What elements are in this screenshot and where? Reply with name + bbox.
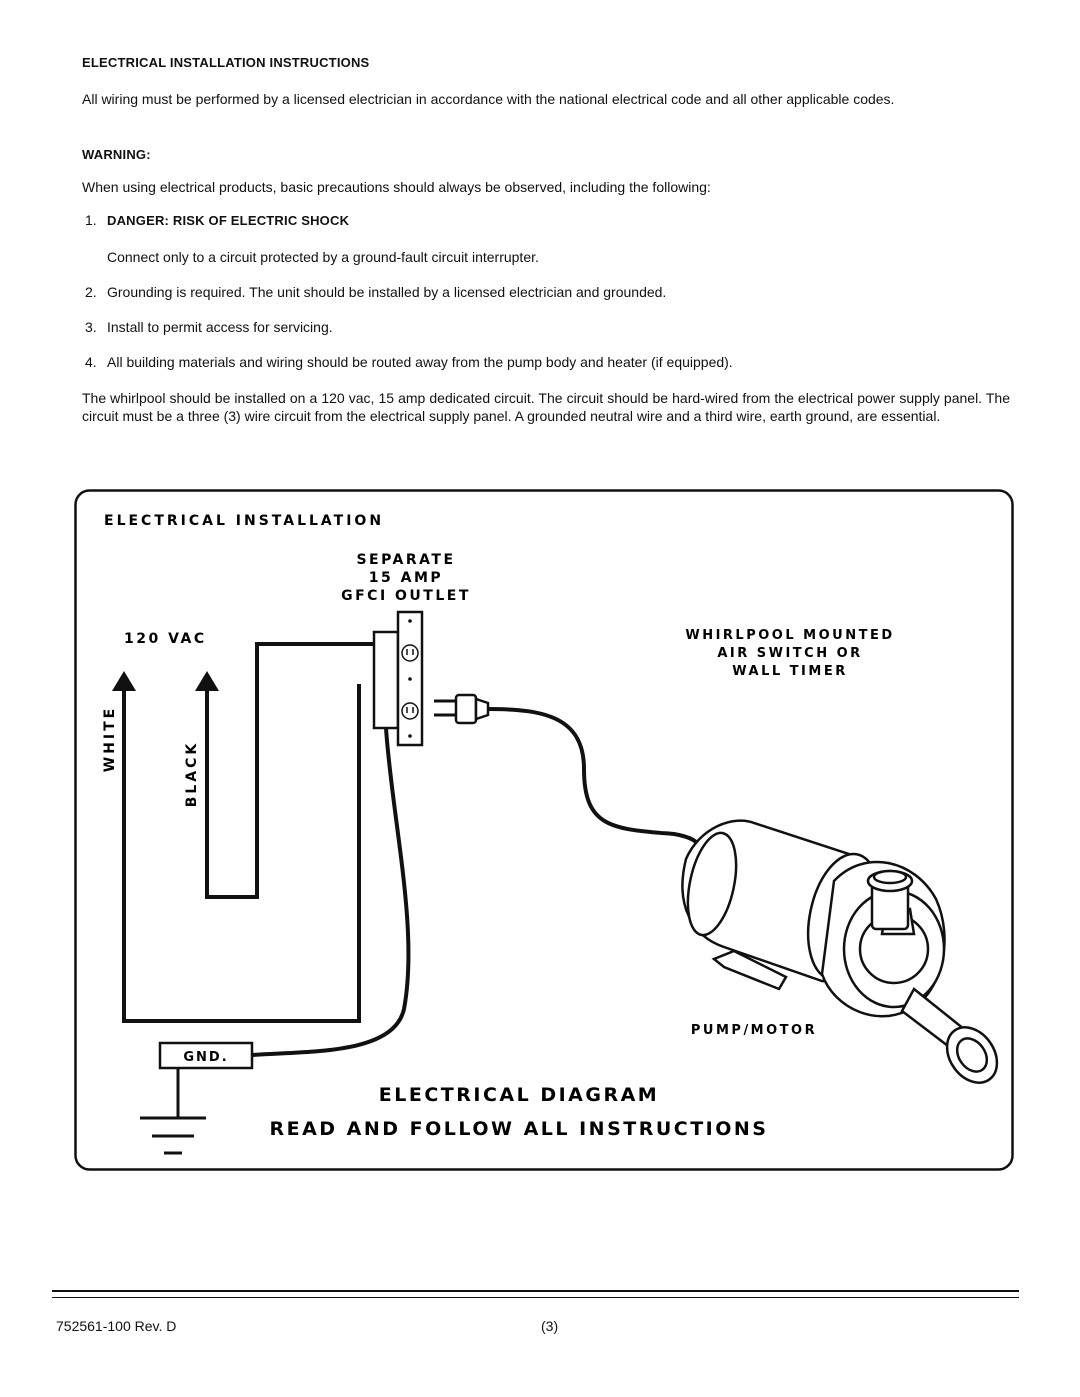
- footer-rule-thin: [52, 1297, 1019, 1298]
- diagram-box-title: ELECTRICAL INSTALLATION: [104, 513, 384, 529]
- pump-cord: [487, 707, 704, 851]
- voltage-label: 120 VAC: [124, 631, 207, 647]
- item-4-number: 4.: [85, 354, 97, 370]
- diagram-title: ELECTRICAL DIAGRAM: [379, 1084, 659, 1106]
- pump-motor-icon: [681, 819, 999, 1084]
- warning-heading: WARNING:: [82, 147, 151, 162]
- item-2-text: Grounding is required. The unit should b…: [107, 284, 667, 300]
- pump-motor-label: PUMP/MOTOR: [691, 1023, 817, 1038]
- black-wire: [195, 642, 374, 899]
- document-number: 752561-100 Rev. D: [56, 1318, 177, 1334]
- outlet-label-line3: GFCI OUTLET: [341, 588, 471, 604]
- outlet-label-line2: 15 AMP: [369, 570, 443, 586]
- switch-label-line1: WHIRLPOOL MOUNTED: [685, 628, 894, 643]
- item-1-heading: DANGER: RISK OF ELECTRIC SHOCK: [107, 213, 350, 228]
- white-wire: [112, 671, 361, 1023]
- item-1-text: Connect only to a circuit protected by a…: [107, 249, 539, 265]
- item-4-text: All building materials and wiring should…: [107, 354, 733, 370]
- warning-text: When using electrical products, basic pr…: [82, 179, 711, 195]
- page-number: (3): [541, 1318, 559, 1334]
- electrical-diagram: ELECTRICAL INSTALLATION SEPARATE 15 AMP …: [74, 489, 1014, 1171]
- diagram-subtitle: READ AND FOLLOW ALL INSTRUCTIONS: [269, 1118, 768, 1140]
- section-title: ELECTRICAL INSTALLATION INSTRUCTIONS: [82, 55, 370, 70]
- ground-wire: [251, 727, 411, 1057]
- black-wire-label: BLACK: [184, 741, 200, 808]
- diagram-graphic: ELECTRICAL INSTALLATION SEPARATE 15 AMP …: [74, 489, 1014, 1171]
- outlet-label-line1: SEPARATE: [356, 552, 455, 568]
- item-1-number: 1.: [85, 212, 97, 228]
- circuit-paragraph: The whirlpool should be installed on a 1…: [82, 390, 1010, 424]
- white-wire-label: WHITE: [102, 706, 118, 772]
- item-2-number: 2.: [85, 284, 97, 300]
- switch-label-line2: AIR SWITCH OR: [717, 646, 862, 661]
- plug-icon: [434, 693, 490, 725]
- ground-label: GND.: [183, 1050, 228, 1065]
- intro-paragraph: All wiring must be performed by a licens…: [82, 91, 895, 107]
- gfci-outlet-icon: [372, 610, 424, 747]
- item-3-number: 3.: [85, 319, 97, 335]
- ground-terminal: [140, 1041, 254, 1155]
- footer-rule: [52, 1290, 1019, 1292]
- switch-label-line3: WALL TIMER: [732, 664, 847, 679]
- item-3-text: Install to permit access for servicing.: [107, 319, 333, 335]
